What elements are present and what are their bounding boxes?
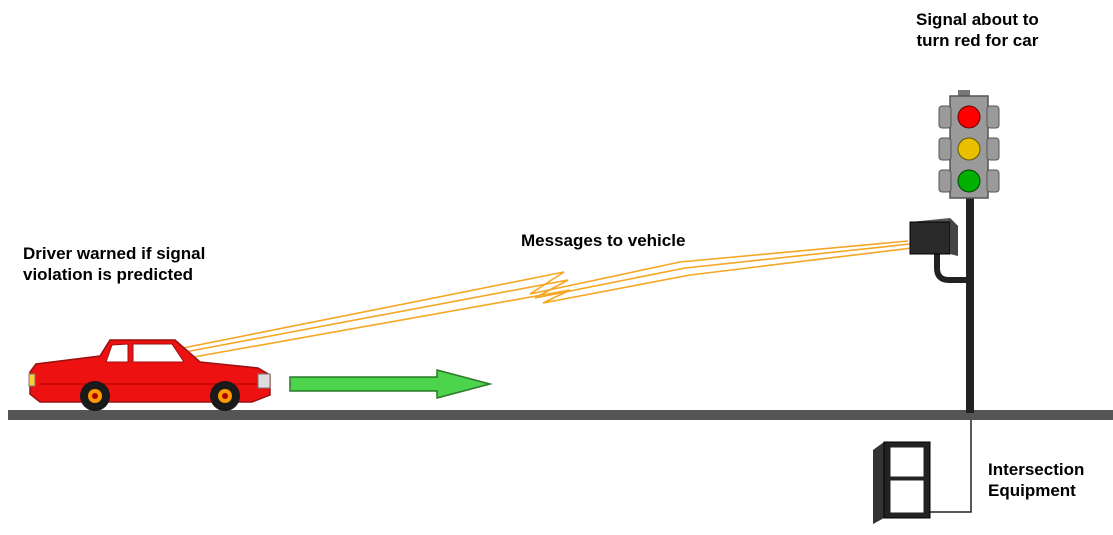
green-light: [957, 169, 981, 193]
red-light: [957, 105, 981, 129]
message-signal-lines: [182, 240, 913, 359]
driver-label-line2: violation is predicted: [23, 265, 194, 284]
direction-arrow-icon: [289, 369, 493, 399]
transmitter-box-icon: [909, 218, 958, 256]
signal-label-line1: Signal about to: [916, 10, 1039, 29]
driver-label-line1: Driver warned if signal: [23, 244, 206, 263]
signal-pole: [934, 195, 974, 413]
signal-label-line2: turn red for car: [916, 31, 1039, 50]
equipment-cabinet-icon: [873, 441, 931, 524]
intersection-equipment-label: Intersection Equipment: [988, 459, 1084, 501]
yellow-light: [957, 137, 981, 161]
messages-label: Messages to vehicle: [521, 231, 686, 250]
driver-warning-label: Driver warned if signal violation is pre…: [23, 243, 205, 285]
road: [8, 410, 1113, 420]
equipment-label-line1: Intersection: [988, 460, 1085, 479]
equipment-label-line2: Equipment: [988, 481, 1076, 500]
signal-status-label: Signal about to turn red for car: [916, 9, 1039, 51]
car-icon: [28, 339, 271, 411]
traffic-signal-icon: [938, 90, 1000, 199]
